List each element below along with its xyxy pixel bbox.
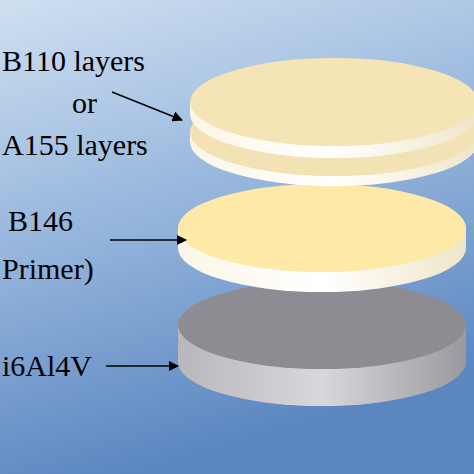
layer-label: B146 bbox=[8, 206, 73, 236]
primer-disc bbox=[178, 184, 466, 292]
layer-label: B110 layers bbox=[2, 46, 145, 76]
layer-label: A155 layers bbox=[2, 130, 148, 160]
layer-label: or bbox=[72, 88, 97, 118]
leader-arrow bbox=[110, 239, 186, 241]
leader-arrow bbox=[112, 92, 182, 120]
leader-arrow bbox=[106, 365, 178, 367]
layer-label: Primer) bbox=[2, 254, 94, 284]
substrate-disc bbox=[178, 281, 466, 406]
coating-disc bbox=[190, 58, 474, 158]
layer-label: i6Al4V bbox=[2, 351, 92, 381]
